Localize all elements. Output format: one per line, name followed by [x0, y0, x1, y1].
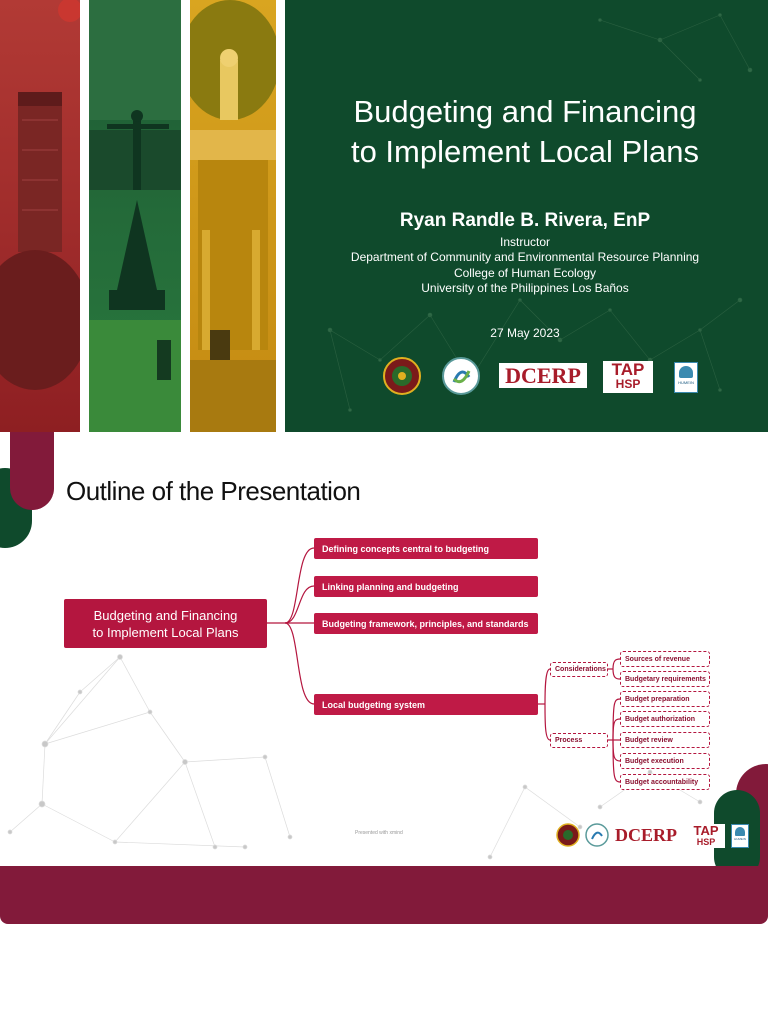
mindmap-root-line1: Budgeting and Financing [93, 607, 238, 623]
slide-title-line1: Budgeting and Financing [353, 94, 697, 129]
presentation-date: 27 May 2023 [490, 326, 560, 340]
title-slide: Budgeting and Financing to Implement Loc… [0, 0, 768, 432]
strip-divider [276, 0, 285, 432]
presenter-name: Ryan Randle B. Rivera, EnP [399, 210, 651, 231]
branch-defining-concepts: Defining concepts central to budgeting [314, 538, 538, 559]
photo-strip-red [0, 0, 80, 432]
tap-hsp-logo: TAP HSP [603, 361, 653, 393]
college-name: College of Human Ecology [453, 266, 597, 280]
dcerp-logo: DCERP [615, 825, 677, 845]
tap-hsp-logo: TAP HSP [687, 824, 725, 848]
photo-strip-green [89, 0, 181, 432]
branch-linking-planning: Linking planning and budgeting [314, 576, 538, 597]
xmind-watermark: Presented with xmind [355, 830, 403, 836]
mindmap-connectors [267, 547, 621, 783]
up-seal-logo [556, 823, 580, 847]
node-process: Process [550, 733, 608, 748]
outline-title: Outline of the Presentation [66, 476, 361, 506]
leaf-budget-accountability: Budget accountability [620, 774, 710, 790]
slide-title: Budgeting and Financing to Implement Loc… [300, 92, 750, 172]
node-considerations: Considerations [550, 662, 608, 677]
branch-budgeting-framework: Budgeting framework, principles, and sta… [314, 613, 538, 634]
college-seal-logo [585, 823, 609, 847]
slide-title-line2: to Implement Local Plans [350, 134, 700, 169]
leaf-budget-preparation: Budget preparation [620, 691, 710, 707]
network-decoration [7, 654, 703, 860]
network-background [327, 13, 753, 412]
up-seal-logo [383, 357, 421, 395]
strip-divider [80, 0, 89, 432]
strip-divider [181, 0, 190, 432]
branch-local-budgeting-system: Local budgeting system [314, 694, 538, 715]
presenter-role: Instructor [499, 235, 550, 249]
footer-band [0, 866, 768, 924]
mindmap-root-line2: to Implement Local Plans [92, 624, 239, 640]
college-seal-logo [442, 357, 480, 395]
leaf-budget-execution: Budget execution [620, 753, 710, 769]
humein-logo: HUMEIN [674, 362, 698, 393]
decor-pill-maroon-front [10, 432, 54, 510]
outline-slide: Outline of the Presentation Budgeting an… [0, 432, 768, 924]
university-name: University of the Philippines Los Baños [421, 281, 629, 295]
humein-logo: HUMEIN [731, 824, 749, 848]
photo-strip-gold [190, 0, 276, 432]
mindmap-root: Budgeting and Financing to Implement Loc… [64, 599, 267, 648]
leaf-budgetary-requirements: Budgetary requirements [620, 671, 710, 687]
leaf-budget-authorization: Budget authorization [620, 711, 710, 727]
leaf-sources-of-revenue: Sources of revenue [620, 651, 710, 667]
department-name: Department of Community and Environmenta… [350, 250, 700, 264]
dcerp-logo: DCERP [499, 363, 587, 388]
leaf-budget-review: Budget review [620, 732, 710, 748]
